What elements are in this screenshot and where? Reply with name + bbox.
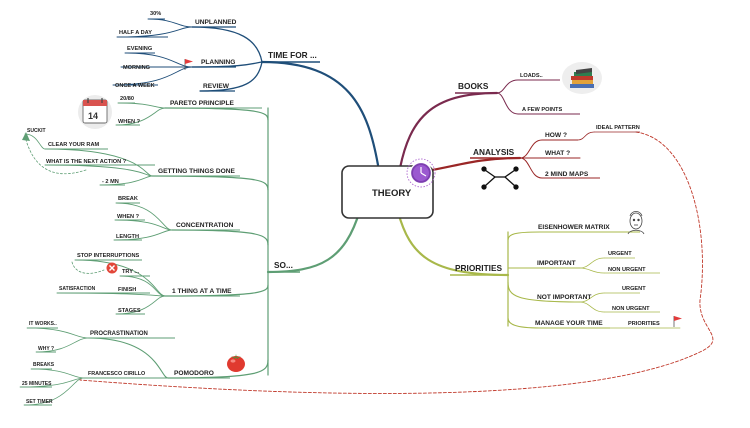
branch-so (19, 102, 362, 406)
leaf-half-a-day: HALF A DAY (119, 30, 152, 36)
node-so: SO... (274, 260, 293, 270)
node-important: IMPORTANT (537, 260, 576, 267)
node-priorities: PRIORITIES (455, 263, 502, 273)
node-procrastination: PROCRASTINATION (90, 331, 148, 337)
node-concentration: CONCENTRATION (176, 222, 234, 229)
person-sketch-icon (627, 211, 645, 235)
tomato-icon (227, 354, 245, 372)
leaf-important-urgent: URGENT (608, 251, 632, 257)
leaf-how: HOW ? (545, 132, 567, 139)
leaf-a-few-points: A FEW POINTS (522, 107, 562, 113)
branch-books (398, 79, 580, 170)
leaf-loads: LOADS.. (520, 73, 543, 79)
node-manage-your-time: MANAGE YOUR TIME (535, 320, 603, 327)
branch-analysis (430, 131, 640, 179)
dashed-link-suckit (25, 139, 87, 175)
calendar-day: 14 (88, 111, 98, 121)
leaf-not-important-non-urgent: NON URGENT (612, 306, 650, 312)
leaf-minus-2-mn: - 2 MN (102, 179, 119, 185)
center-node (341, 165, 434, 219)
leaf-what: WHAT ? (545, 150, 570, 157)
leaf-pareto-when: WHEN ? (118, 119, 141, 125)
leaf-stop-interruptions: STOP INTERRUPTIONS (77, 253, 140, 259)
node-pomodoro: POMODORO (174, 370, 214, 377)
leaf-it-works: IT WORKS.. (29, 321, 57, 327)
node-planning: PLANNING (201, 59, 235, 66)
leaf-suckit: SUCKIT (27, 128, 46, 134)
network-icon (481, 166, 519, 190)
leaf-evening: EVENING (127, 46, 152, 52)
branch-priorities (396, 210, 681, 329)
node-unplanned: UNPLANNED (195, 19, 237, 26)
dashed-link-try (71, 261, 105, 274)
red-flag-icon (184, 59, 193, 70)
center-title: THEORY (372, 188, 412, 199)
books-icon (562, 62, 602, 94)
node-time-for: TIME FOR ... (268, 50, 317, 60)
leaf-once-a-week: ONCE A WEEK (115, 83, 155, 89)
red-flag-icon (673, 316, 682, 327)
leaf-25-minutes: 25 MINUTES (22, 381, 52, 387)
leaf-ideal-pattern: IDEAL PATTERN (596, 125, 640, 131)
leaf-clear-your-ram: CLEAR YOUR RAM (48, 142, 100, 148)
leaf-try: TRY ... (122, 269, 140, 275)
leaf-break: BREAK (118, 196, 138, 202)
leaf-concentration-when: WHEN ? (117, 214, 140, 220)
leaf-20-80: 20/80 (120, 96, 134, 102)
node-one-thing-at-a-time: 1 THING AT A TIME (172, 288, 232, 295)
dashed-link-arrowhead (22, 132, 30, 141)
clock-icon (406, 158, 436, 188)
leaf-30-percent: 30% (150, 11, 161, 17)
leaf-finish: FINISH (118, 287, 136, 293)
node-francesco-cirillo: FRANCESCO CIRILLO (88, 371, 145, 377)
node-books: BOOKS (458, 81, 489, 91)
leaf-why: WHY ? (38, 346, 54, 352)
node-not-important: NOT IMPORTANT (537, 294, 591, 301)
branch-time-for (112, 18, 380, 167)
leaf-stages: STAGES (118, 308, 141, 314)
leaf-important-non-urgent: NON URGENT (608, 267, 646, 273)
leaf-breaks: BREAKS (33, 362, 55, 368)
leaf-set-timer: SET TIMER (26, 399, 53, 405)
leaf-satisfaction: SATISFACTION (59, 286, 96, 292)
node-eisenhower-matrix: EISENHOWER MATRIX (538, 224, 610, 231)
dashed-link-ideal-pattern (79, 131, 714, 394)
red-x-icon (106, 262, 118, 274)
node-review: REVIEW (203, 83, 230, 90)
leaf-2-mind-maps: 2 MIND MAPS (545, 171, 589, 178)
leaf-next-action: WHAT IS THE NEXT ACTION ? (46, 159, 127, 165)
leaf-length: LENGTH (116, 234, 139, 240)
leaf-priorities: PRIORITIES (628, 321, 660, 327)
node-getting-things-done: GETTING THINGS DONE (158, 168, 236, 175)
calendar-icon: 14 (78, 95, 112, 129)
leaf-not-important-urgent: URGENT (622, 286, 646, 292)
node-pareto-principle: PARETO PRINCIPLE (170, 100, 234, 107)
leaf-morning: MORNING (123, 65, 150, 71)
node-analysis: ANALYSIS (473, 147, 515, 157)
